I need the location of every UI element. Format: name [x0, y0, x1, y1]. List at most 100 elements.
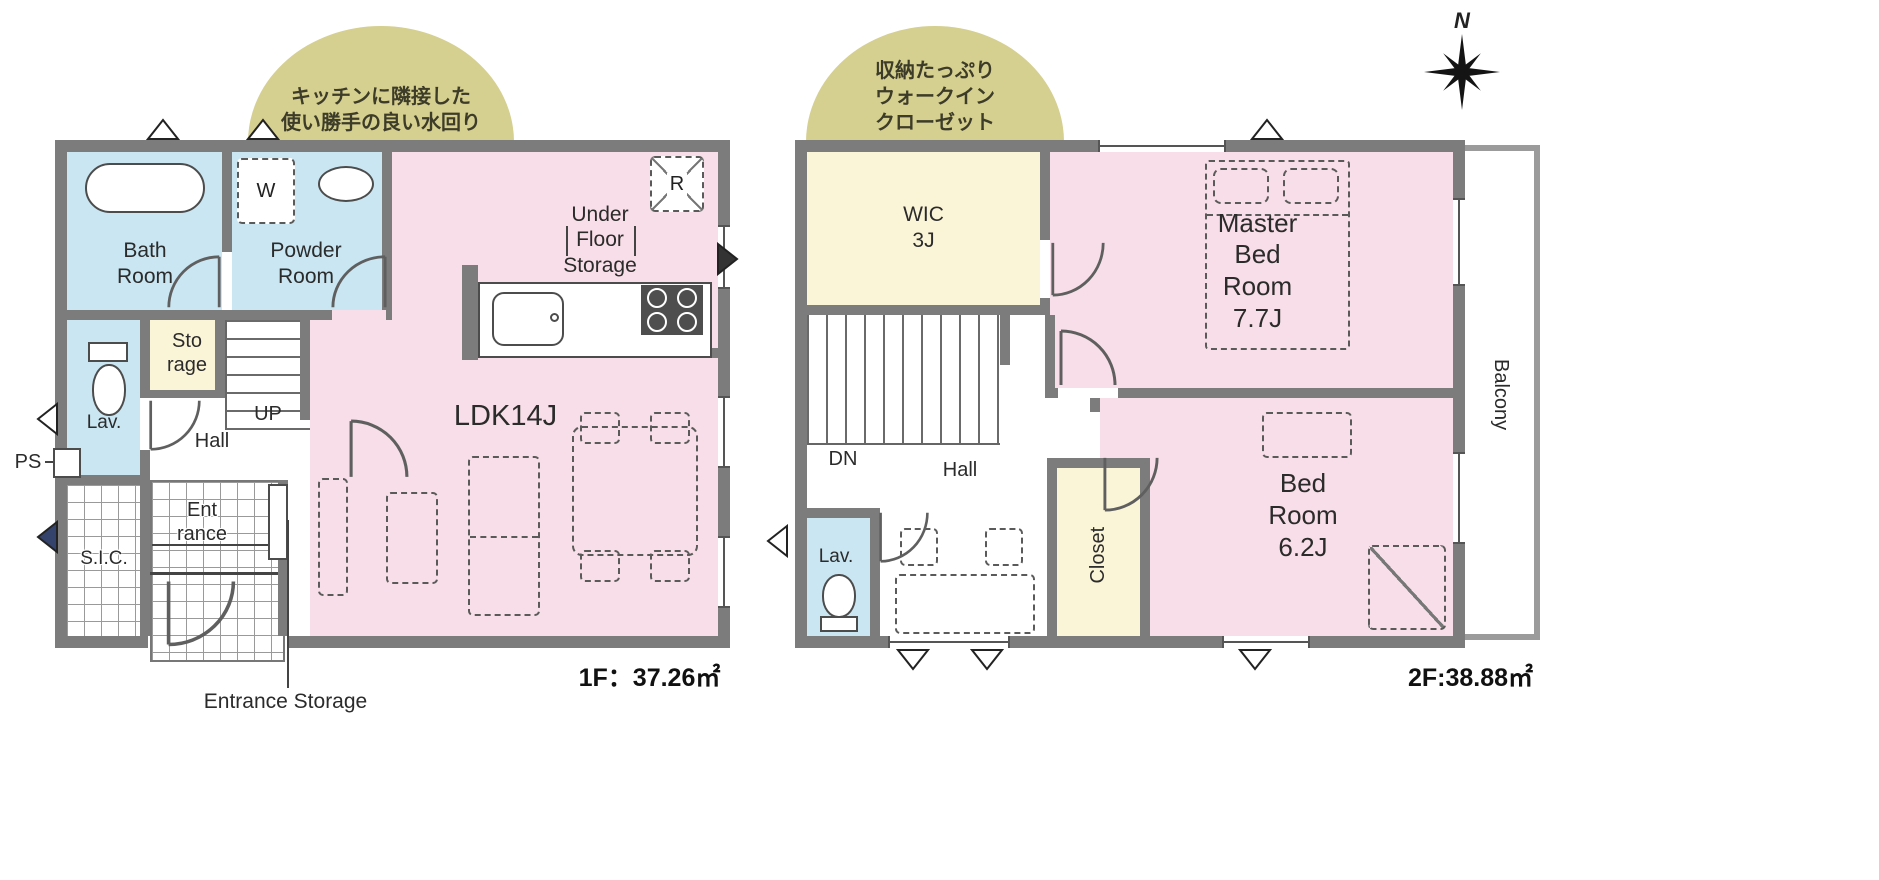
- balcony-rail: [1465, 634, 1540, 640]
- wall: [140, 450, 150, 636]
- vent-triangle-icon: [36, 520, 58, 554]
- chair-icon: [580, 412, 620, 444]
- wall: [222, 152, 232, 252]
- floor1-area-label: 1F：37.26㎡: [578, 663, 721, 692]
- lavatory-1f-label: Lav.: [86, 412, 122, 434]
- vent-triangle-icon: [1238, 649, 1272, 671]
- pipe-space-box: [53, 448, 81, 478]
- closet-label-box: Closet: [1056, 500, 1140, 610]
- wall: [1040, 152, 1050, 240]
- wall: [215, 320, 225, 398]
- tv-board-icon: [468, 456, 540, 616]
- room-entrance-tile: [150, 480, 285, 662]
- bed-icon: [1205, 160, 1350, 350]
- chair-icon: [650, 412, 690, 444]
- pillow-icon: [1283, 168, 1339, 204]
- room-closet: [1057, 468, 1140, 636]
- door-powder: [330, 254, 388, 310]
- wall: [1040, 298, 1050, 305]
- refrigerator-label: R: [666, 172, 688, 196]
- chair-icon: [580, 550, 620, 582]
- vent-triangle-icon: [970, 649, 1004, 671]
- entrance-storage-pointer-line: [287, 520, 289, 688]
- wall: [150, 390, 225, 398]
- hall-desk-icon: [895, 574, 1035, 634]
- floor2-area-label: 2F:38.88㎡: [1407, 663, 1534, 692]
- dresser-icon: [1262, 412, 1352, 458]
- room-sic-tile: [67, 485, 140, 636]
- room-storage: [150, 320, 225, 398]
- vent-triangle-icon: [36, 402, 58, 436]
- coffee-table-icon: [386, 492, 438, 584]
- dining-table-icon: [572, 426, 698, 556]
- door-bath: [166, 254, 222, 310]
- vent-triangle-icon: [146, 118, 180, 140]
- ldk-label: LDK14J: [453, 400, 558, 433]
- entrance-storage-cabinet: [268, 484, 288, 560]
- stairs-2f: [807, 315, 1000, 445]
- bathtub-icon: [85, 163, 205, 213]
- lavatory-2f-label: Lav.: [818, 546, 854, 568]
- under-floor-storage-label: Under Floor Storage: [563, 202, 637, 277]
- toilet-bowl-icon: [92, 364, 126, 416]
- wall: [55, 636, 148, 648]
- door-entrance: [165, 578, 237, 648]
- door-bedroom: [1102, 455, 1160, 513]
- window-symbol: [1453, 452, 1465, 544]
- door-wic: [1050, 240, 1106, 298]
- wall: [870, 508, 880, 636]
- wall: [382, 152, 392, 310]
- room-wic: [807, 152, 1040, 305]
- closet-label: Closet: [1086, 526, 1109, 584]
- wall: [807, 305, 1050, 315]
- callout-balloon-1f: キッチンに隣接した 使い勝手の良い水回り: [248, 26, 514, 142]
- wall: [386, 310, 392, 320]
- wall: [140, 310, 150, 398]
- window-symbol: [1453, 198, 1465, 286]
- wall: [462, 265, 478, 360]
- balcony-label-box: Balcony: [1465, 300, 1537, 490]
- wall: [67, 475, 150, 485]
- wall: [67, 310, 332, 320]
- powder-label: Powder Room: [270, 239, 342, 288]
- chair-icon: [650, 550, 690, 582]
- compass-rose-icon: [1424, 34, 1500, 110]
- vent-triangle-icon: [896, 649, 930, 671]
- bed-divider: [1207, 214, 1348, 216]
- desk-icon: [1368, 545, 1446, 630]
- stairs-up-label: UP: [254, 402, 282, 425]
- washing-machine-icon: W: [237, 158, 295, 224]
- entrance-storage-annotation: Entrance Storage: [203, 690, 368, 714]
- window-symbol: [1222, 636, 1310, 648]
- door-ldk: [348, 418, 410, 480]
- vent-triangle-icon: [766, 524, 788, 558]
- balcony-rail: [1465, 145, 1540, 151]
- window-symbol: [1098, 140, 1226, 152]
- door-lavatory-1f: [148, 398, 202, 452]
- pillow-icon: [1213, 168, 1269, 204]
- room-balcony: [1465, 145, 1540, 640]
- floor-hatch-bar: [566, 226, 568, 256]
- wall: [1118, 388, 1453, 398]
- chair-icon: [900, 528, 938, 566]
- stairs-down-label: DN: [828, 447, 858, 470]
- wall: [795, 508, 880, 518]
- wall: [1047, 458, 1150, 468]
- callout-balloon-2f: 収納たっぷり ウォークイン クローゼット: [806, 26, 1064, 142]
- vent-triangle-icon: [717, 242, 739, 276]
- wall: [1047, 458, 1057, 636]
- tv-board-divider: [470, 536, 538, 538]
- stairs-1f: [225, 320, 310, 430]
- chair-icon: [985, 528, 1023, 566]
- wall: [1000, 315, 1010, 365]
- wall: [1140, 458, 1150, 636]
- callout-2f-text: 収納たっぷり ウォークイン クローゼット: [875, 60, 995, 134]
- toilet-tank-icon: [88, 342, 128, 362]
- wall: [55, 140, 730, 152]
- refrigerator-icon: R: [650, 156, 704, 212]
- sofa-icon: [318, 478, 348, 596]
- ps-pointer-line: [45, 461, 53, 463]
- faucet-icon: [550, 313, 559, 322]
- window-symbol: [888, 636, 1010, 648]
